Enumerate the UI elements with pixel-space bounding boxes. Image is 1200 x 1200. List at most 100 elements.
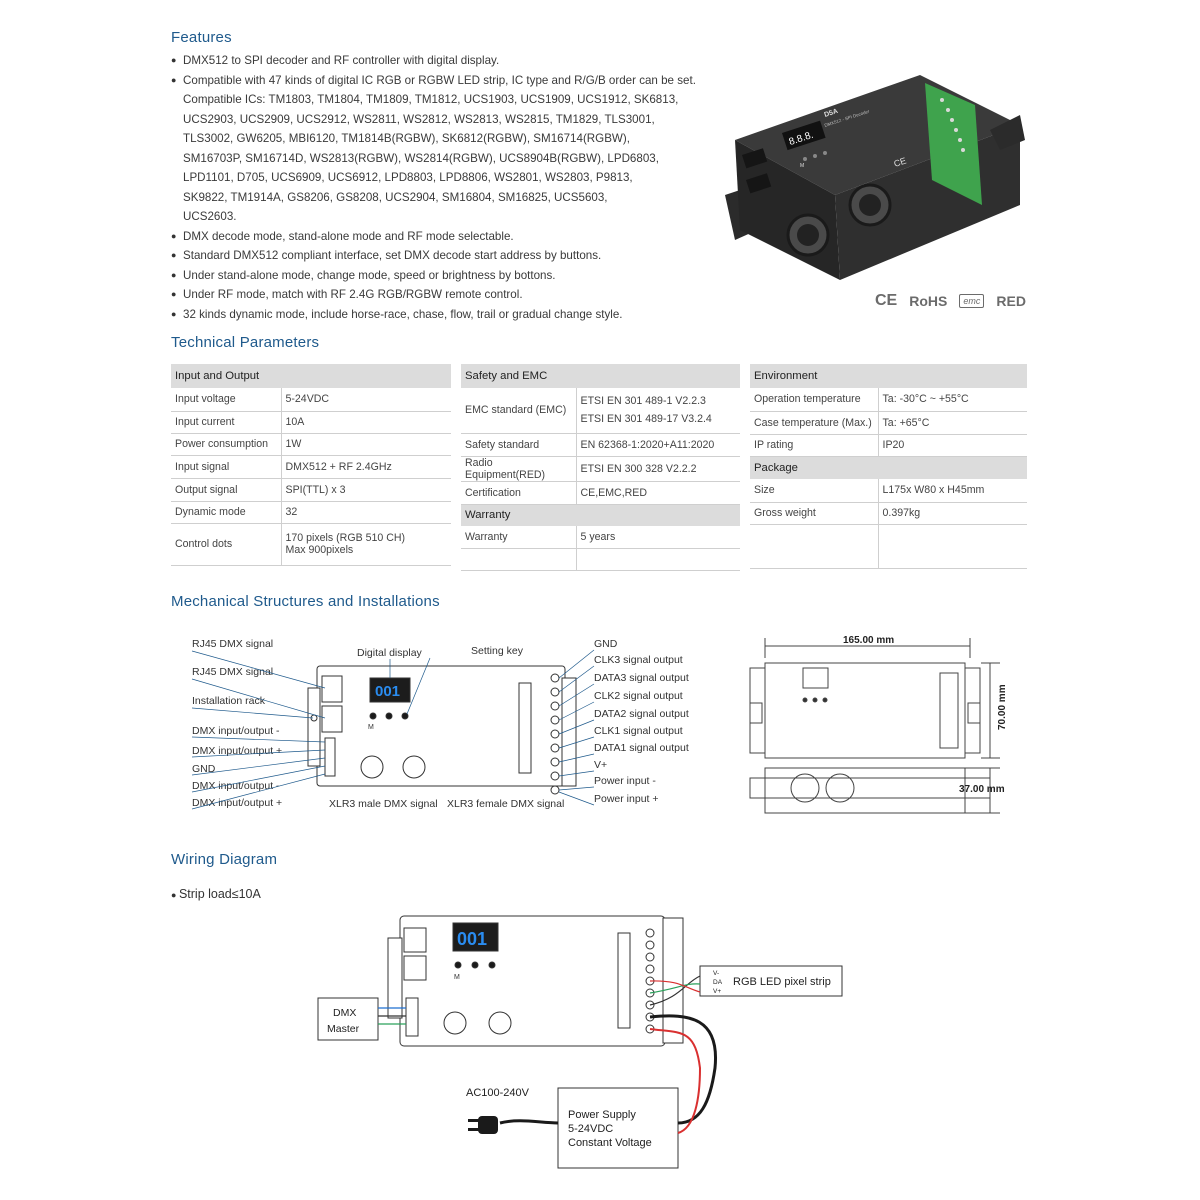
strip-pin-vminus: V- [713,970,719,977]
param-value-line: ETSI EN 301 489-1 V2.2.3 [580,395,706,408]
feature-text: Under RF mode, match with RF 2.4G RGB/RG… [183,288,523,301]
feature-item: Under stand-alone mode, change mode, spe… [171,266,731,286]
param-value: CE,EMC,RED [575,481,740,505]
param-value: 5 years [575,526,740,549]
param-label: EMC standard (EMC) [461,388,576,434]
wiring-diagram: 001 M DMX Master V- DA V+ RGB LED pixel … [317,915,843,1169]
param-value: 0.397kg [877,502,1027,525]
rohs-mark: RoHS [909,293,948,309]
feature-item: Standard DMX512 compliant interface, set… [171,246,731,266]
product-m-label: M [800,163,804,169]
param-label: Control dots [171,523,281,566]
feature-item: Under RF mode, match with RF 2.4G RGB/RG… [171,285,731,305]
mech-label-dmx-plus-2: DMX input/output + [192,797,282,809]
ic-line: Compatible ICs: TM1803, TM1804, TM1809, … [183,93,679,106]
features-title: Features [171,29,232,46]
param-label: Input signal [171,455,281,479]
mech-label-rj45-1: RJ45 DMX signal [192,638,273,650]
dim-height-label: 70.00 mm [997,684,1008,730]
param-label: Input voltage [171,388,281,412]
ic-list: Compatible ICs: TM1803, TM1804, TM1809, … [183,90,731,227]
wiring-display-value: 001 [457,929,487,949]
feature-item: DMX decode mode, stand-alone mode and RF… [171,227,731,247]
mech-label-clk3: CLK3 signal output [594,654,683,666]
param-value: Ta: -30°C ~ +55°C [877,388,1027,412]
feature-text: Compatible with 47 kinds of digital IC R… [183,73,696,87]
param-value-line: Max 900pixels [285,544,354,556]
mech-label-data1: DATA1 signal output [594,742,689,754]
mechanical-title: Mechanical Structures and Installations [171,593,440,610]
param-value: 5-24VDC [280,388,451,412]
param-label: Gross weight [750,502,878,525]
tech-title: Technical Parameters [171,334,320,351]
strip-load-note: Strip load≤10A [171,887,261,901]
mech-label-dmx-plus-1: DMX input/output + [192,745,282,757]
mech-display-value: 001 [375,683,400,700]
mech-label-clk1: CLK1 signal output [594,725,683,737]
mech-label-gnd-right: GND [594,638,618,650]
param-label: Power consumption [171,433,281,456]
param-label: Size [750,479,878,503]
empty-cell [877,524,1027,569]
param-value: L175x W80 x H45mm [877,479,1027,503]
mech-label-dmx-minus-2: DMX input/output - [192,780,280,792]
feature-text: Under stand-alone mode, change mode, spe… [183,268,556,282]
wiring-m-label: M [454,974,460,981]
mech-label-clk2: CLK2 signal output [594,690,683,702]
wiring-title: Wiring Diagram [171,851,278,868]
param-value: SPI(TTL) x 3 [280,478,451,502]
features-list: DMX512 to SPI decoder and RF controller … [171,51,731,324]
ce-mark: CE [875,292,898,309]
ic-line: UCS2603. [183,210,237,223]
table-header: Environment [750,364,1027,388]
param-value: IP20 [877,434,1027,457]
mech-label-xlr-female: XLR3 female DMX signal [447,798,564,810]
dmx-master-line1: DMX [333,1007,356,1019]
param-value: EN 62368-1:2020+A11:2020 [575,433,740,457]
feature-item: 32 kinds dynamic mode, include horse-rac… [171,305,731,325]
param-value: 10A [280,411,451,434]
mech-label-digital-display: Digital display [357,647,423,659]
param-label: Safety standard [461,433,576,457]
param-label: Input current [171,411,281,434]
safety-emc-table: Safety and EMC EMC standard (EMC)ETSI EN… [461,364,740,571]
dimension-diagram: 165.00 mm 70.00 mm 37.00 mm [749,635,1008,814]
mech-label-vplus: V+ [594,759,607,771]
param-label: Warranty [461,526,576,549]
param-label: IP rating [750,434,878,457]
ic-line: TLS3002, GW6205, MBI6120, TM1814B(RGBW),… [183,132,630,145]
param-label: Operation temperature [750,388,878,412]
feature-text: DMX512 to SPI decoder and RF controller … [183,54,500,67]
param-value: Ta: +65°C [877,411,1027,435]
table-header: Input and Output [171,364,451,388]
table-header: Safety and EMC [461,364,740,388]
mech-label-rj45-2: RJ45 DMX signal [192,666,273,678]
param-value: 1W [280,433,451,456]
param-label: Radio Equipment(RED) [461,456,576,482]
mech-label-gnd-left: GND [192,763,216,775]
table-header: Package [750,456,1027,479]
strip-label: RGB LED pixel strip [733,976,831,988]
mech-label-xlr-male: XLR3 male DMX signal [329,798,438,810]
param-value: 32 [280,501,451,524]
strip-pin-da: DA [713,979,723,986]
feature-text: 32 kinds dynamic mode, include horse-rac… [183,307,623,321]
param-label: Case temperature (Max.) [750,411,878,435]
empty-cell [750,524,878,569]
mech-label-setting-key: Setting key [471,645,524,657]
mech-label-installation-rack: Installation rack [192,695,266,707]
mech-label-data2: DATA2 signal output [594,708,689,720]
param-value: 170 pixels (RGB 510 CH)Max 900pixels [280,523,451,566]
mechanical-diagram: 001 M RJ45 DMX signal RJ45 DMX signal In… [191,638,689,810]
product-ce-mark: CE [893,156,908,169]
feature-text: Standard DMX512 compliant interface, set… [183,249,602,262]
red-mark: RED [996,293,1026,309]
param-value: ETSI EN 300 328 V2.2.2 [575,456,740,482]
param-label: Dynamic mode [171,501,281,524]
feature-item: Compatible with 47 kinds of digital IC R… [171,71,731,227]
psu-line3: Constant Voltage [568,1137,652,1149]
mech-label-data3: DATA3 signal output [594,672,689,684]
